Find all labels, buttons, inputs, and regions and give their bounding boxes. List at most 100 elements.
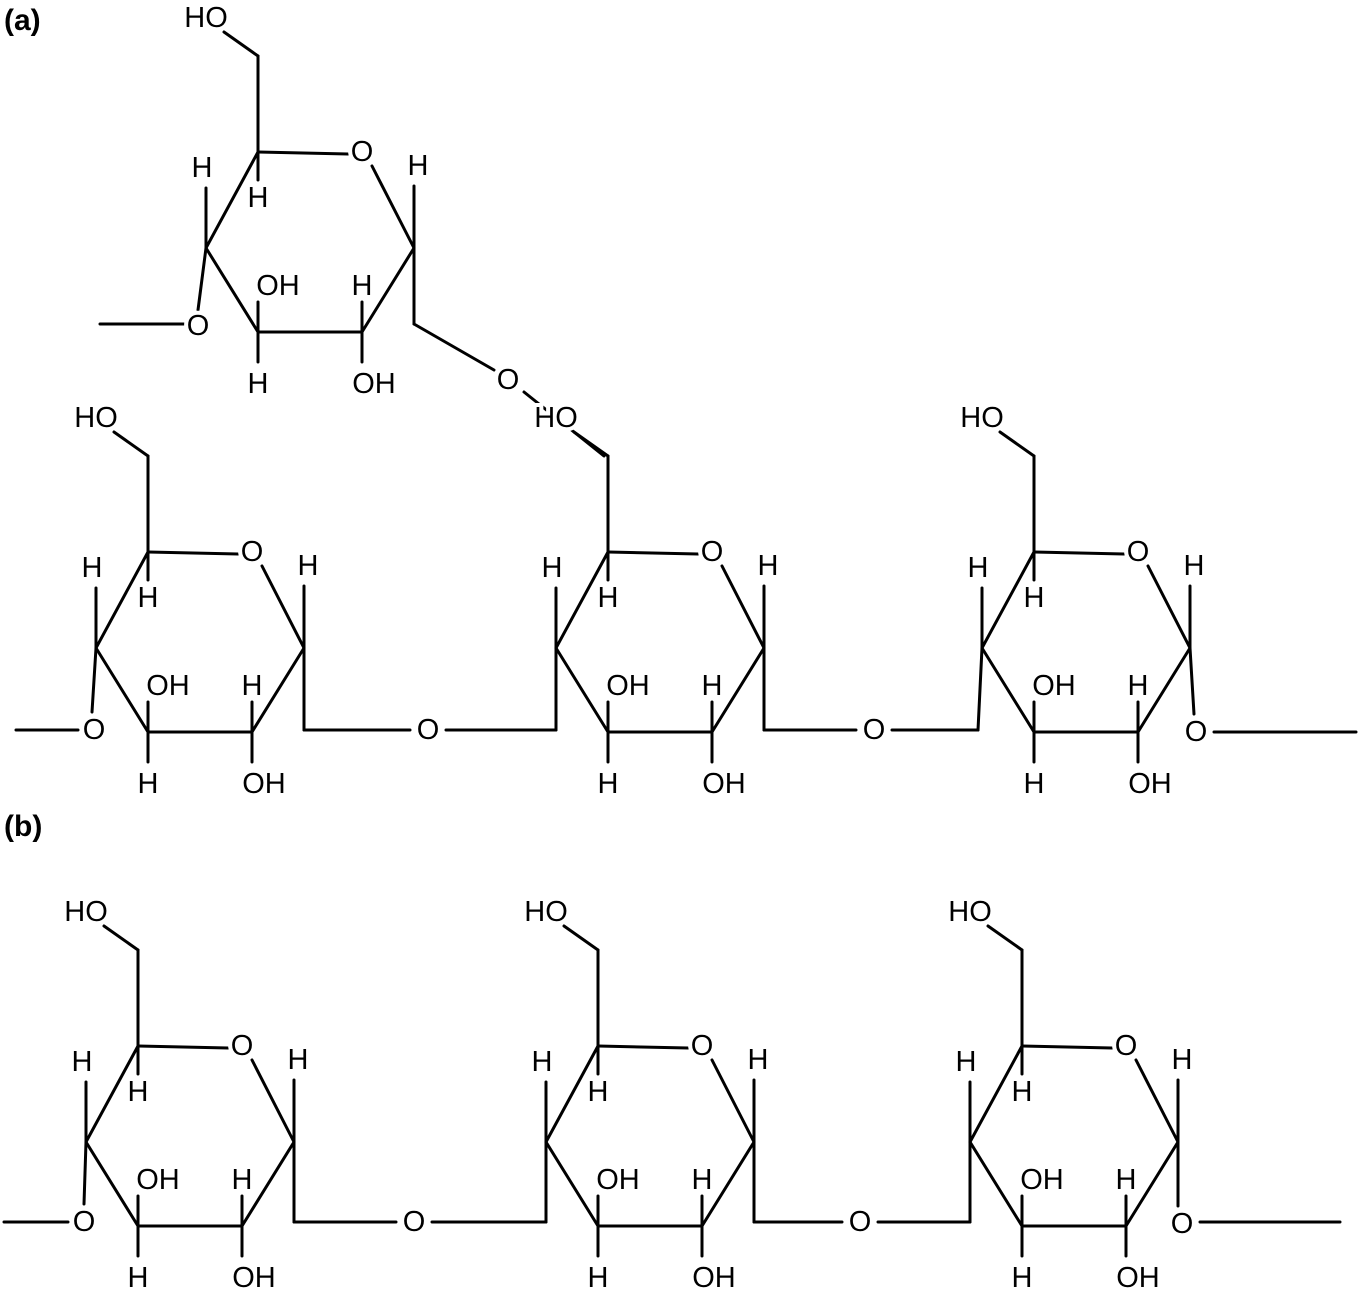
a-chain-ring-3-bond-c4-c5 xyxy=(980,550,1036,650)
a-chain-ring-3-hydroxymethyl: HO xyxy=(960,402,1004,434)
a-chain-ring-1-bond-c6-o6 xyxy=(112,430,150,458)
b-chain-ring-3-h2: H xyxy=(1116,1164,1137,1196)
a-chain-ring-2-h5: H xyxy=(598,582,619,614)
a-chain-ring-2-h3: H xyxy=(598,768,619,800)
b-chain-ring-3-h5: H xyxy=(1012,1076,1033,1108)
b-chain-ring-3-bond-c1-c2 xyxy=(1124,1140,1180,1228)
a-chain-ring-3-ring-oxygen: O xyxy=(1127,536,1150,568)
a-ring3-bond-c1-o xyxy=(1188,646,1196,716)
b-chain-ring-2-h1: H xyxy=(748,1044,769,1076)
a-chain-ring-3-bond-c6-o6 xyxy=(998,430,1036,458)
b-chain-ring-1-oh3: OH xyxy=(136,1164,180,1196)
a-chain-ring-2-bond-c1-c2 xyxy=(710,646,766,734)
a-branch-ring-oh2: OH xyxy=(352,368,396,400)
b-chain-ring-1-hydroxymethyl: HO xyxy=(64,896,108,928)
a-branch-ring-h4: H xyxy=(192,152,213,184)
a-chain-ring-2-bond-c3-c4 xyxy=(554,646,610,734)
a-branch-ring-ring-oxygen: O xyxy=(351,136,374,168)
b-ring1-bond-c4-o xyxy=(82,1140,88,1206)
b-chain-ring-2-bond-o-c1 xyxy=(710,1058,756,1144)
a-chain-ring-2-oh2: OH xyxy=(702,768,746,800)
b-chain-ring-3-oh2: OH xyxy=(1116,1262,1160,1294)
a-chain-ring-1-h2: H xyxy=(242,670,263,702)
a-branch-ring-bond-c3-c4 xyxy=(204,246,260,334)
b-chain-ring-2-bond-c6-o6 xyxy=(562,924,600,952)
b-chain-ring-3-h4: H xyxy=(956,1046,977,1078)
a-branch-bond-from-o xyxy=(522,390,606,458)
a-chain-ring-1-h1: H xyxy=(298,550,319,582)
a-branch-ring-h2: H xyxy=(352,270,373,302)
b-chain-ring-2-hydroxymethyl: HO xyxy=(524,896,568,928)
b-chain-ring-3-oh3: OH xyxy=(1020,1164,1064,1196)
b-chain-ring-1-h4: H xyxy=(72,1046,93,1078)
a-chain-ring-1-bond-c1-c2 xyxy=(250,646,306,734)
a-branch-ring-bond-o-c1 xyxy=(370,164,416,250)
a-chain-ring-2-h4: H xyxy=(542,552,563,584)
a-chain-ring-3-h4: H xyxy=(968,552,989,584)
a-branch-bond-to-o xyxy=(412,322,496,372)
b-chain-ring-3-hydroxymethyl: HO xyxy=(948,896,992,928)
a-ring3-o1: O xyxy=(1185,716,1208,748)
a-chain-ring-1-oh2: OH xyxy=(242,768,286,800)
a-branch-oxygen: O xyxy=(497,364,520,396)
a-branch-bond-c4-o xyxy=(196,246,208,312)
a-chain-ring-1-h5: H xyxy=(138,582,159,614)
b-chain-ring-1-bond-c3-c4 xyxy=(84,1140,140,1228)
b-chain-ring-1-bond-c5-o xyxy=(136,1044,230,1050)
a-chain-ring-3-bond-c3-c4 xyxy=(980,646,1036,734)
a-chain-ring-1-h3: H xyxy=(138,768,159,800)
b-chain-ring-1-bond-c6-o6 xyxy=(102,924,140,952)
b-chain-ring-3-h3: H xyxy=(1012,1262,1033,1294)
a-chain-ring-3-h3: H xyxy=(1024,768,1045,800)
b-chain-ring-2-bond-c1-c2 xyxy=(700,1140,756,1228)
a-chain-ring-3-h5: H xyxy=(1024,582,1045,614)
a-bridge2-bond-c4-up xyxy=(976,646,984,732)
b-chain-ring-3-bond-c3-c4 xyxy=(968,1140,1024,1228)
a-branch-ring-bond-c6-o6 xyxy=(222,30,260,58)
b-chain-ring-2-oh2: OH xyxy=(692,1262,736,1294)
b-chain-ring-2-h5: H xyxy=(588,1076,609,1108)
a-chain-ring-2-bond-c5-o xyxy=(606,550,700,556)
a-chain-ring-1-h4: H xyxy=(82,552,103,584)
b-ring3-o1: O xyxy=(1171,1208,1194,1240)
panel-a-label: (a) xyxy=(4,4,41,37)
a-chain-ring-1-ring-oxygen: O xyxy=(241,536,264,568)
a-chain-ring-3-h2: H xyxy=(1128,670,1149,702)
a-chain-ring-3-bond-c1-c2 xyxy=(1136,646,1192,734)
a-chain-ring-3-oh3: OH xyxy=(1032,670,1076,702)
a-branch-ring-h3: H xyxy=(248,368,269,400)
b-chain-ring-1-oh2: OH xyxy=(232,1262,276,1294)
b-chain-ring-2-bond-c5-o xyxy=(596,1044,690,1050)
a-chain-ring-3-h1: H xyxy=(1184,550,1205,582)
b-bridge2-oxygen: O xyxy=(849,1206,872,1238)
a-chain-ring-1-hydroxymethyl: HO xyxy=(74,402,118,434)
b-bridge1-oxygen: O xyxy=(403,1206,426,1238)
a-chain-ring-3-oh2: OH xyxy=(1128,768,1172,800)
a-branch-ring-h5: H xyxy=(248,182,269,214)
b-chain-ring-1-ring-oxygen: O xyxy=(231,1030,254,1062)
a-bridge1-oxygen: O xyxy=(417,714,440,746)
b-chain-ring-3-ring-oxygen: O xyxy=(1115,1030,1138,1062)
a-ring1-o4: O xyxy=(83,714,106,746)
a-branch-ring-h1: H xyxy=(408,150,429,182)
b-chain-ring-2-h2: H xyxy=(692,1164,713,1196)
b-chain-ring-3-bond-c4-c5 xyxy=(968,1044,1024,1144)
b-chain-ring-1-bond-c1-c2 xyxy=(240,1140,296,1228)
a-chain-ring-2-oh3: OH xyxy=(606,670,650,702)
a-branch-ring-bond-c5-o xyxy=(256,150,350,156)
b-chain-ring-3-h1: H xyxy=(1172,1044,1193,1076)
b-chain-ring-1-h3: H xyxy=(128,1262,149,1294)
b-chain-ring-3-bond-c6-o6 xyxy=(986,924,1024,952)
a-chain-ring-3-bond-o-c1 xyxy=(1146,564,1192,650)
a-branch-ring-hydroxymethyl: HO xyxy=(184,2,228,34)
a-chain-ring-2-hydroxymethyl: HO xyxy=(534,402,578,434)
a-chain-ring-1-bond-c4-c5 xyxy=(94,550,150,650)
b-chain-ring-1-h5: H xyxy=(128,1076,149,1108)
b-chain-ring-3-bond-o-c1 xyxy=(1134,1058,1180,1144)
a-ring1-bond-c4-o xyxy=(90,646,98,714)
b-chain-ring-2-bond-c3-c4 xyxy=(544,1140,600,1228)
a-chain-ring-2-h1: H xyxy=(758,550,779,582)
b-chain-ring-2-bond-c4-c5 xyxy=(544,1044,600,1144)
